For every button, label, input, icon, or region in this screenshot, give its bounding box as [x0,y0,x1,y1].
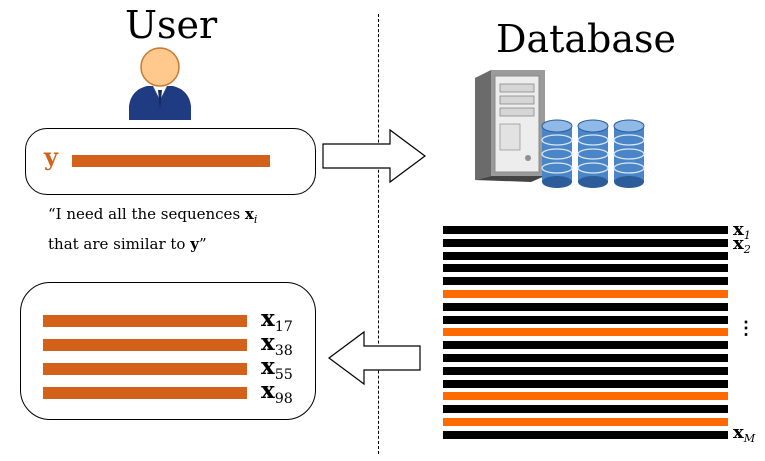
db-sequence-stripe [443,315,728,324]
db-sequence-stripe [443,264,728,273]
db-sequence-stripe [443,251,728,260]
request-quote: “I need all the sequences xi that are si… [48,202,257,256]
db-sequence-stripe [443,430,728,439]
db-sequence-stripe [443,290,728,298]
section-divider [378,14,379,454]
request-line-2: that are similar to y” [48,235,207,253]
db-sequence-stripe [443,328,728,337]
db-label-x1: x1 [733,219,751,242]
result-label-2: x38 [261,329,293,359]
result-bar-4 [43,387,247,399]
database-cylinder-icon [541,119,645,188]
db-label-ellipsis: ⋮ [737,318,755,339]
db-sequence-stripe [443,379,728,388]
right-arrow-icon [322,128,427,184]
result-label-3: x55 [261,353,293,383]
db-sequence-stripe [443,277,728,286]
db-label-x2: x2 [733,233,751,256]
db-sequence-stripe [443,341,728,350]
result-bar-3 [43,363,247,375]
result-bar-1 [43,315,247,327]
query-box: y [25,128,316,195]
result-bar-2 [43,339,247,351]
db-sequence-stripe [443,226,728,234]
db-sequence-stripe [443,302,728,311]
user-title: User [125,3,218,47]
user-avatar-icon [129,47,191,120]
results-box: x17 x38 x55 x98 [20,282,316,420]
db-label-xM: xM [733,422,756,445]
query-label: y [44,142,58,171]
database-sequence-stripes [443,226,728,439]
server-tower-icon [475,70,545,182]
db-sequence-stripe [443,366,728,375]
db-sequence-stripe [443,418,728,426]
left-arrow-icon [327,330,421,386]
db-sequence-stripe [443,405,728,414]
query-sequence-bar [72,155,270,167]
database-title: Database [496,17,677,61]
request-line-1: “I need all the sequences xi [48,205,258,226]
result-label-4: x98 [261,377,293,407]
result-label-1: x17 [261,305,293,335]
db-sequence-stripe [443,392,728,401]
db-sequence-stripe [443,354,728,362]
db-sequence-stripe [443,238,728,247]
